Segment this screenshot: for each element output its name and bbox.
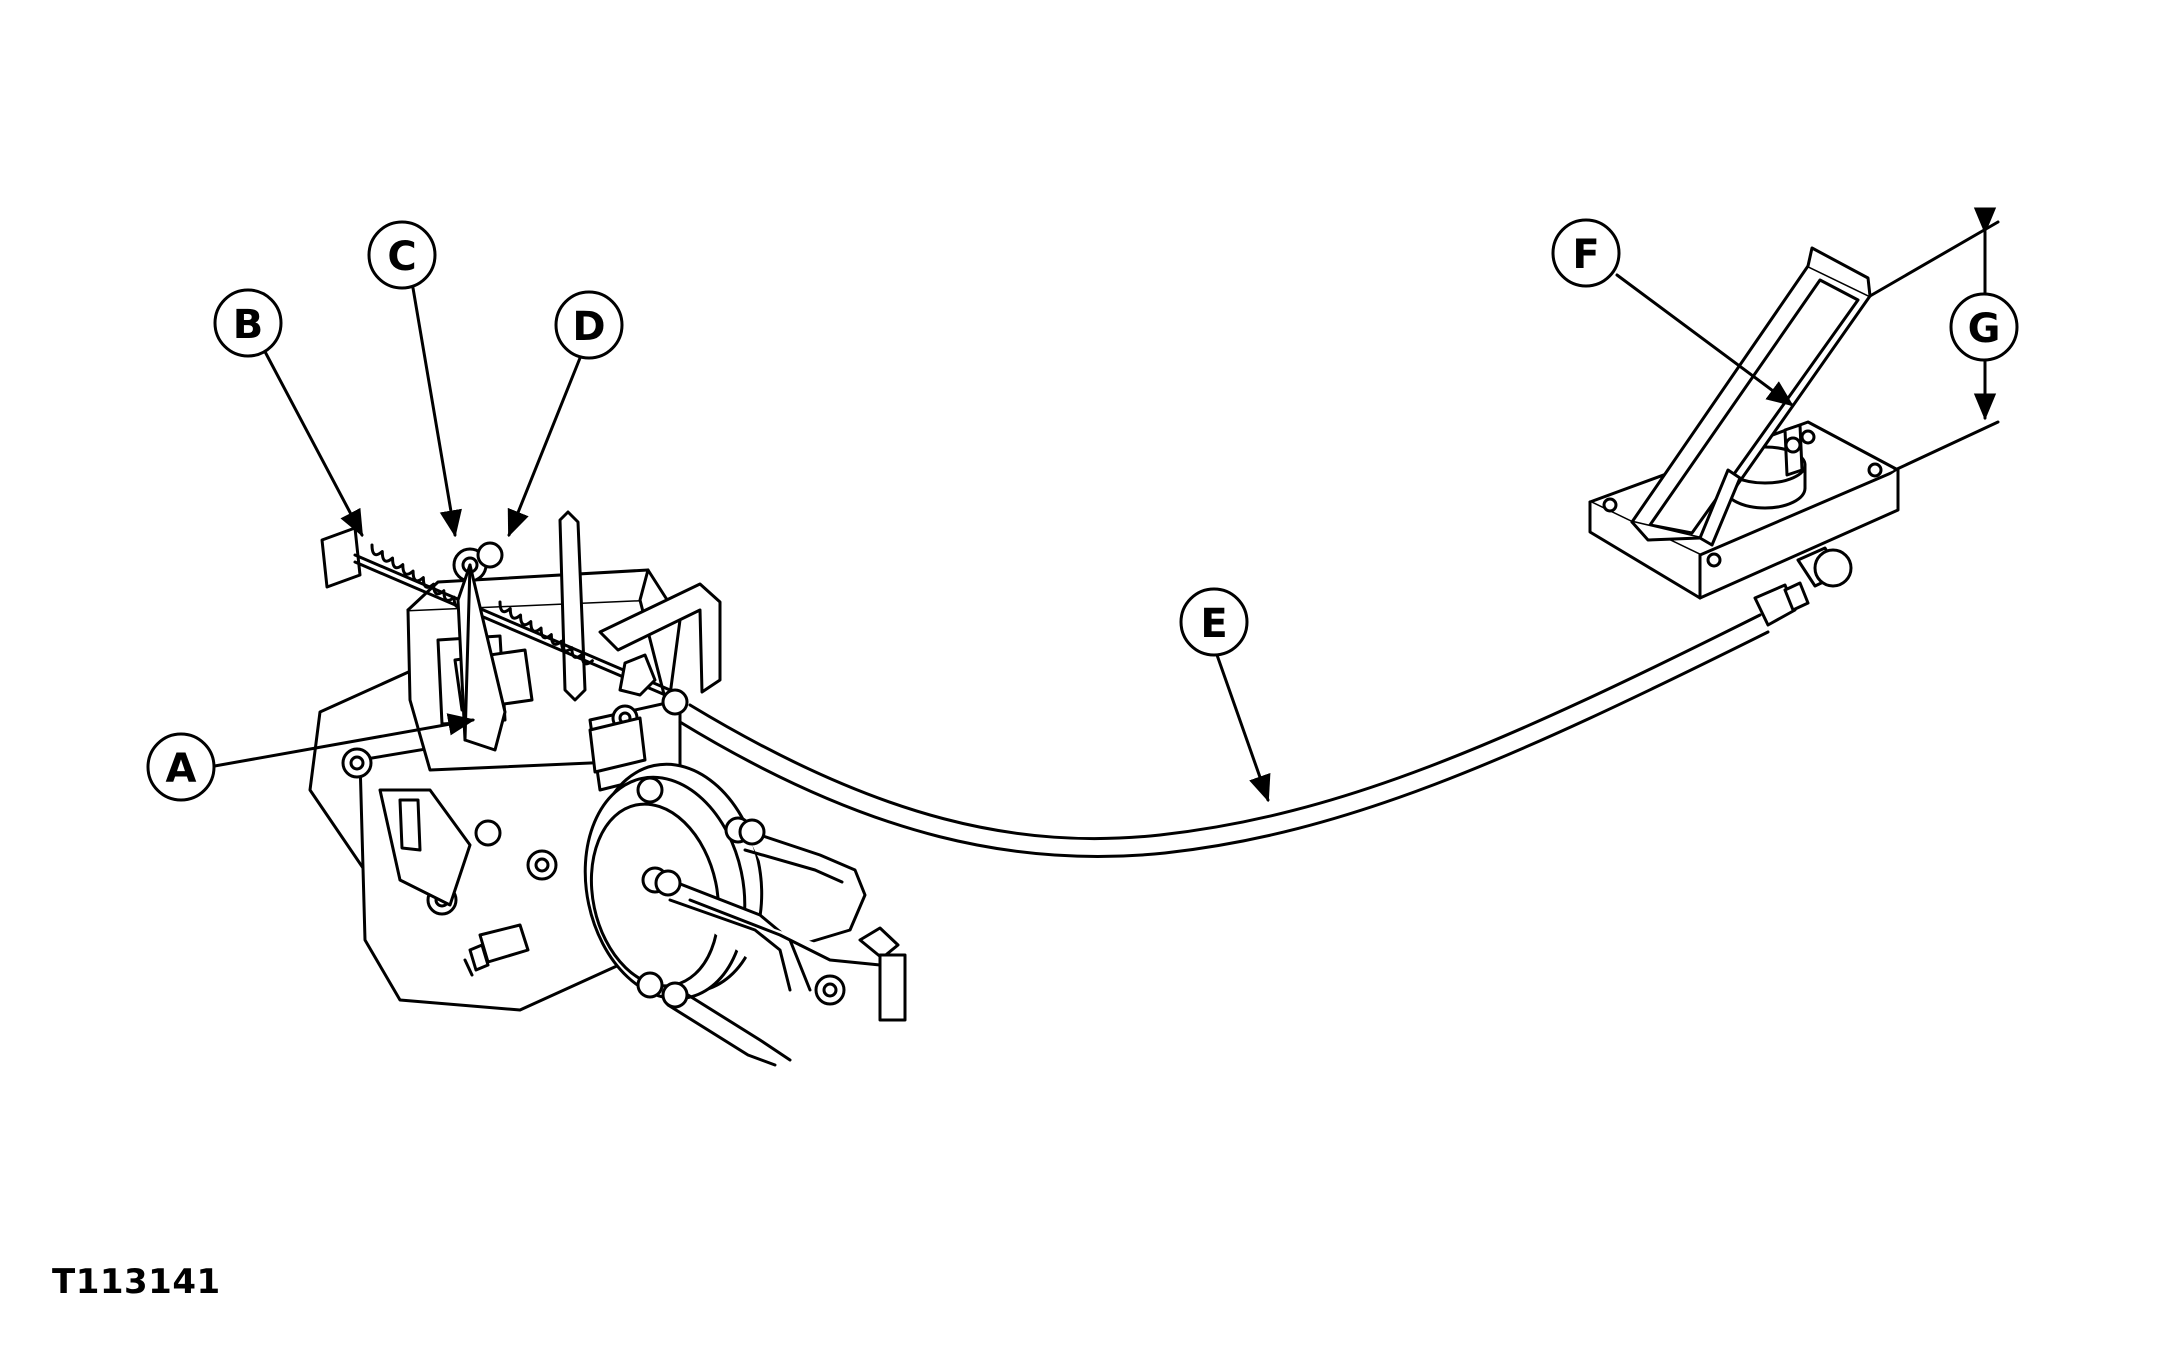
throttle-cable: [678, 581, 1810, 859]
callout-f-label: F: [1572, 232, 1599, 278]
callout-c: [367, 220, 437, 290]
callout-d-label: D: [572, 304, 605, 350]
callout-b-label: B: [233, 302, 264, 348]
callout-g: [1949, 292, 2019, 362]
callout-e-label: E: [1200, 601, 1227, 647]
figure-id: T113141: [52, 1262, 221, 1302]
callout-g-label: G: [1968, 306, 2001, 352]
callout-a: [146, 732, 216, 802]
callout-e: [1179, 587, 1249, 657]
pump-flange-head: [583, 762, 907, 1067]
callout-a-label: A: [166, 746, 197, 792]
callout-b: [213, 288, 283, 358]
throttle-pedal-assembly: [1588, 246, 1900, 600]
callout-d: [554, 290, 624, 360]
callout-c-label: C: [387, 234, 416, 280]
callout-f: [1551, 218, 1621, 288]
leader-lines: [207, 273, 1794, 803]
spring-rod-assembly: [320, 526, 689, 752]
